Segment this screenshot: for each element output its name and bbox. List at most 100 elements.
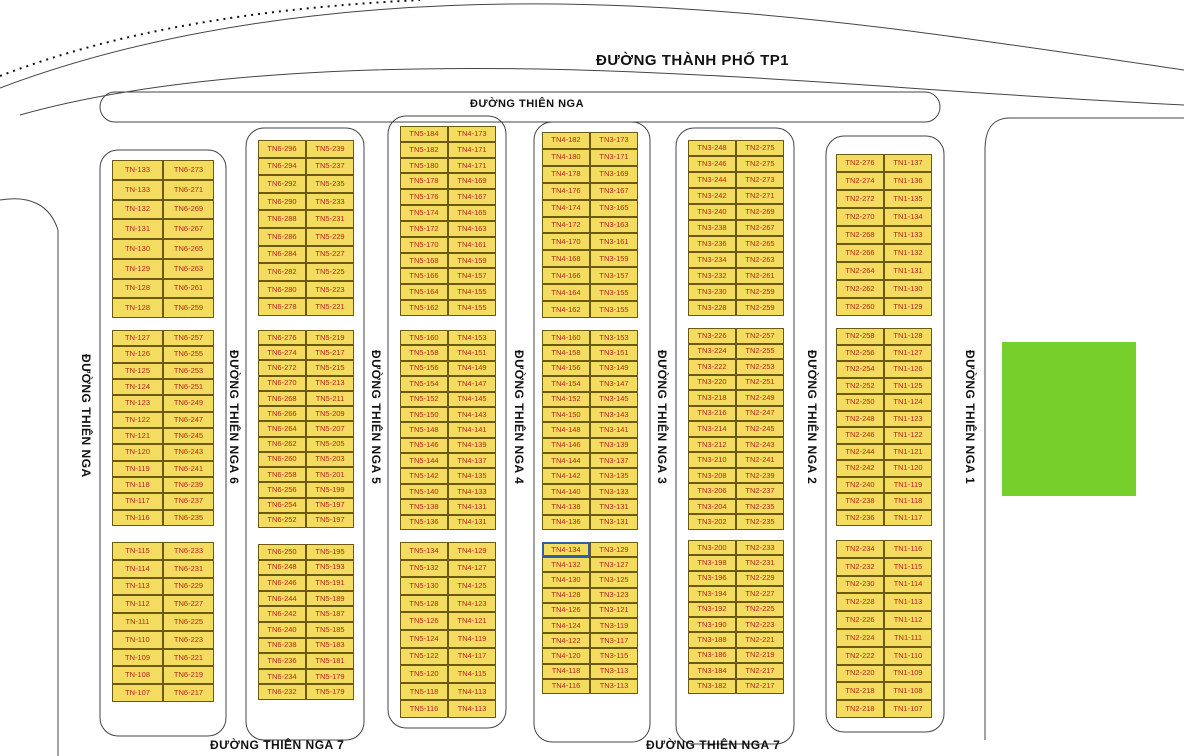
lot-tn3-242[interactable]: TN3-242 — [688, 188, 736, 204]
lot-tn4-159[interactable]: TN4-159 — [448, 252, 496, 269]
lot-tn5-215[interactable]: TN5-215 — [306, 360, 354, 376]
lot-tn4-173[interactable]: TN4-173 — [448, 126, 496, 142]
lot-tn2-253[interactable]: TN2-253 — [736, 359, 784, 375]
lot-tn5-138[interactable]: TN5-138 — [400, 499, 448, 515]
lot-tn3-194[interactable]: TN3-194 — [688, 586, 736, 602]
lot-tn2-230[interactable]: TN2-230 — [836, 575, 884, 594]
lot-tn3-153[interactable]: TN3-153 — [590, 330, 638, 346]
lot-tn2-219[interactable]: TN2-219 — [736, 647, 784, 664]
lot-tn5-193[interactable]: TN5-193 — [306, 559, 354, 576]
lot-tn5-128[interactable]: TN5-128 — [400, 594, 448, 613]
lot-tn6-271[interactable]: TN6-271 — [163, 179, 214, 200]
lot-tn2-261[interactable]: TN2-261 — [736, 268, 784, 284]
lot-tn5-178[interactable]: TN5-178 — [400, 173, 448, 190]
lot-tn6-237[interactable]: TN6-237 — [163, 493, 214, 510]
lot-tn1-126[interactable]: TN1-126 — [884, 361, 932, 378]
lot-tn6-247[interactable]: TN6-247 — [163, 411, 214, 428]
lot-tn1-108[interactable]: TN1-108 — [884, 682, 932, 701]
lot-tn6-217[interactable]: TN6-217 — [163, 684, 214, 702]
lot-tn5-181[interactable]: TN5-181 — [306, 653, 354, 669]
lot-tn4-155[interactable]: TN4-155 — [448, 300, 496, 316]
lot-tn2-256[interactable]: TN2-256 — [836, 344, 884, 361]
lot-tn5-130[interactable]: TN5-130 — [400, 577, 448, 595]
lot-tn3-182[interactable]: TN3-182 — [688, 678, 736, 694]
lot-tn5-179[interactable]: TN5-179 — [306, 684, 354, 700]
lot-tn3-131[interactable]: TN3-131 — [590, 499, 638, 515]
lot-tn3-125[interactable]: TN3-125 — [590, 572, 638, 588]
lot-tn6-266[interactable]: TN6-266 — [258, 406, 306, 422]
lot-tn3-200[interactable]: TN3-200 — [688, 540, 736, 556]
lot-tn1-125[interactable]: TN1-125 — [884, 377, 932, 394]
lot-tn3-117[interactable]: TN3-117 — [590, 633, 638, 649]
lot-tn2-218[interactable]: TN2-218 — [836, 700, 884, 718]
lot-tn1-132[interactable]: TN1-132 — [884, 244, 932, 262]
lot-tn5-179[interactable]: TN5-179 — [306, 668, 354, 685]
lot-tn3-143[interactable]: TN3-143 — [590, 406, 638, 423]
lot-tn3-159[interactable]: TN3-159 — [590, 250, 638, 268]
lot-tn2-229[interactable]: TN2-229 — [736, 570, 784, 587]
lot-tn2-263[interactable]: TN2-263 — [736, 252, 784, 268]
lot-tn5-172[interactable]: TN5-172 — [400, 220, 448, 237]
lot-tn5-227[interactable]: TN5-227 — [306, 245, 354, 264]
lot-tn5-239[interactable]: TN5-239 — [306, 140, 354, 158]
lot-tn4-166[interactable]: TN4-166 — [542, 267, 590, 285]
lot-tn6-280[interactable]: TN6-280 — [258, 280, 306, 299]
lot-tn4-126[interactable]: TN4-126 — [542, 602, 590, 618]
lot-tn6-246[interactable]: TN6-246 — [258, 575, 306, 591]
lot-tn1-129[interactable]: TN1-129 — [884, 298, 932, 316]
lot-tn6-282[interactable]: TN6-282 — [258, 263, 306, 281]
lot-tn1-119[interactable]: TN1-119 — [884, 476, 932, 493]
lot-tn2-260[interactable]: TN2-260 — [836, 298, 884, 316]
lot-tn6-245[interactable]: TN6-245 — [163, 428, 214, 445]
lot-tn4-129[interactable]: TN4-129 — [448, 542, 496, 560]
lot-tn2-244[interactable]: TN2-244 — [836, 443, 884, 460]
lot-tn6-284[interactable]: TN6-284 — [258, 245, 306, 264]
lot-tn2-248[interactable]: TN2-248 — [836, 410, 884, 427]
lot-tn1-128[interactable]: TN1-128 — [884, 328, 932, 345]
lot-tn1-135[interactable]: TN1-135 — [884, 190, 932, 208]
lot-tn-114[interactable]: TN-114 — [112, 559, 163, 578]
lot-tn-117[interactable]: TN-117 — [112, 493, 163, 510]
lot-tn2-276[interactable]: TN2-276 — [836, 154, 884, 172]
lot-tn4-158[interactable]: TN4-158 — [542, 345, 590, 361]
lot-tn2-227[interactable]: TN2-227 — [736, 586, 784, 602]
lot-tn4-116[interactable]: TN4-116 — [542, 678, 590, 694]
lot-tn1-124[interactable]: TN1-124 — [884, 394, 932, 411]
lot-tn4-160[interactable]: TN4-160 — [542, 330, 590, 346]
lot-tn6-234[interactable]: TN6-234 — [258, 668, 306, 685]
lot-tn6-296[interactable]: TN6-296 — [258, 140, 306, 158]
lot-tn6-294[interactable]: TN6-294 — [258, 157, 306, 176]
lot-tn3-190[interactable]: TN3-190 — [688, 616, 736, 633]
lot-tn6-261[interactable]: TN6-261 — [163, 278, 214, 299]
lot-tn5-180[interactable]: TN5-180 — [400, 157, 448, 174]
lot-tn2-223[interactable]: TN2-223 — [736, 616, 784, 633]
lot-tn2-273[interactable]: TN2-273 — [736, 172, 784, 188]
lot-tn-109[interactable]: TN-109 — [112, 648, 163, 667]
lot-tn6-229[interactable]: TN6-229 — [163, 577, 214, 596]
lot-tn4-171[interactable]: TN4-171 — [448, 141, 496, 158]
lot-tn2-267[interactable]: TN2-267 — [736, 220, 784, 236]
lot-tn1-122[interactable]: TN1-122 — [884, 427, 932, 444]
lot-tn3-202[interactable]: TN3-202 — [688, 514, 736, 530]
lot-tn5-225[interactable]: TN5-225 — [306, 263, 354, 281]
lot-tn3-228[interactable]: TN3-228 — [688, 300, 736, 316]
lot-tn4-163[interactable]: TN4-163 — [448, 220, 496, 237]
lot-tn6-239[interactable]: TN6-239 — [163, 477, 214, 494]
lot-tn6-221[interactable]: TN6-221 — [163, 648, 214, 667]
lot-tn3-226[interactable]: TN3-226 — [688, 328, 736, 344]
lot-tn4-135[interactable]: TN4-135 — [448, 468, 496, 484]
lot-tn4-156[interactable]: TN4-156 — [542, 360, 590, 377]
lot-tn5-154[interactable]: TN5-154 — [400, 376, 448, 392]
lot-tn5-136[interactable]: TN5-136 — [400, 514, 448, 530]
lot-tn5-156[interactable]: TN5-156 — [400, 360, 448, 377]
lot-tn5-205[interactable]: TN5-205 — [306, 436, 354, 452]
lot-tn4-154[interactable]: TN4-154 — [542, 376, 590, 392]
lot-tn1-130[interactable]: TN1-130 — [884, 280, 932, 298]
lot-tn3-218[interactable]: TN3-218 — [688, 390, 736, 406]
lot-tn4-144[interactable]: TN4-144 — [542, 453, 590, 469]
lot-tn2-221[interactable]: TN2-221 — [736, 632, 784, 648]
lot-tn-122[interactable]: TN-122 — [112, 411, 163, 428]
lot-tn-113[interactable]: TN-113 — [112, 577, 163, 596]
lot-tn-128[interactable]: TN-128 — [112, 298, 163, 318]
lot-tn-120[interactable]: TN-120 — [112, 444, 163, 461]
